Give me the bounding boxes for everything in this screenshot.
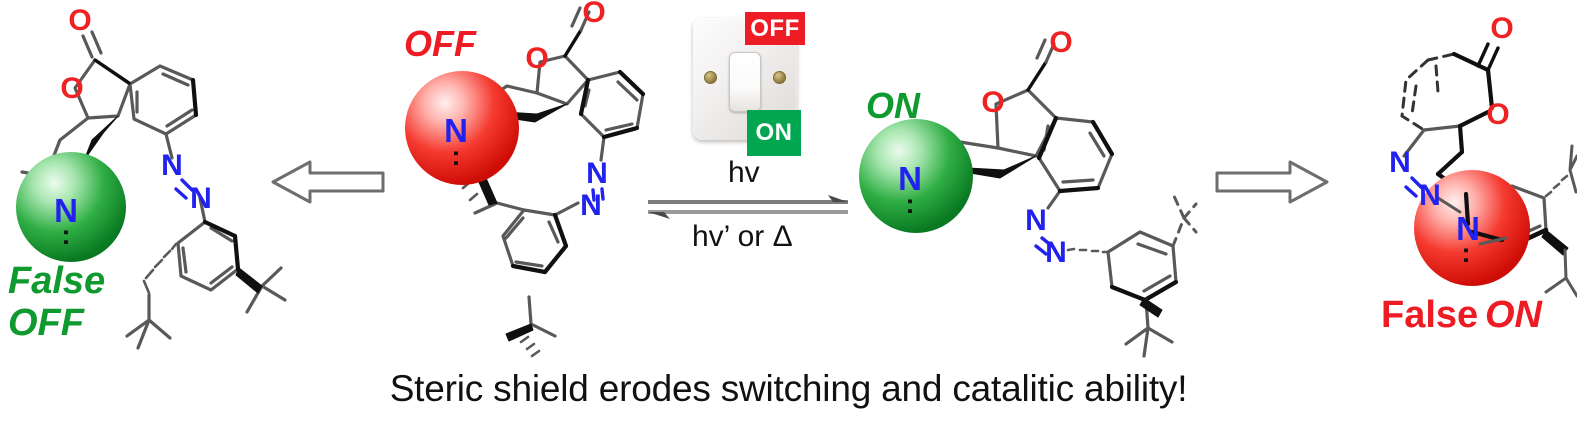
atom-label-oxygen-carbonyl: O — [1490, 12, 1513, 45]
green-shield-sphere — [859, 119, 973, 233]
atom-label-oxygen-carbonyl: O — [582, 0, 605, 29]
green-shield-sphere — [16, 152, 126, 262]
switch-screw-right-icon — [773, 71, 786, 84]
false-off-label-line1: False — [8, 260, 106, 302]
red-shield-sphere — [1414, 170, 1530, 286]
switch-off-badge: OFF — [745, 12, 805, 45]
structure-on-cis: O O N : N N — [859, 26, 1198, 303]
light-switch[interactable]: OFF ON — [693, 12, 805, 156]
left-block-arrow — [271, 160, 385, 204]
structure-off-trans: O O N : N N — [405, 0, 646, 358]
figure-caption: Steric shield erodes switching and catal… — [389, 368, 1188, 409]
lone-pair-dots: : — [62, 220, 71, 250]
atom-label-azo-n1: N — [586, 157, 608, 190]
false-on-label-part1: False — [1381, 294, 1479, 336]
switch-rocker[interactable] — [729, 52, 761, 112]
equilibrium-arrows — [648, 195, 848, 219]
atom-label-oxygen-carbonyl: O — [1049, 26, 1072, 59]
lone-pair-dots: : — [1462, 238, 1471, 268]
red-shield-sphere — [405, 71, 519, 185]
switch-on-badge: ON — [747, 110, 801, 156]
atom-label-azo-n2: N — [1045, 236, 1067, 269]
atom-label-azo-n1: N — [1025, 204, 1047, 237]
atom-label-oxygen-ring: O — [60, 72, 83, 105]
atom-label-oxygen-carbonyl: O — [68, 4, 91, 37]
on-state-label: ON — [866, 85, 920, 126]
off-state-label: OFF — [404, 23, 476, 64]
atom-label-azo-n1: N — [161, 149, 183, 182]
structure-false-on: O O N N N : — [1389, 12, 1577, 298]
atom-label-oxygen-ring: O — [525, 42, 548, 75]
atom-label-nitrogen: N — [444, 112, 468, 149]
right-block-arrow — [1215, 160, 1329, 204]
reverse-condition-label: hv’ or Δ — [692, 220, 793, 253]
switch-screw-left-icon — [704, 71, 717, 84]
atom-label-oxygen-ring: O — [981, 86, 1004, 119]
structure-on-cis-tbu-lower — [1124, 297, 1174, 358]
false-on-label-part2: ON — [1485, 294, 1542, 336]
atom-label-nitrogen: N — [54, 192, 78, 229]
atom-label-nitrogen: N — [1456, 210, 1480, 247]
atom-label-azo-n2: N — [580, 189, 602, 222]
atom-label-azo-n2: N — [1419, 179, 1441, 212]
atom-label-azo-n1: N — [1389, 146, 1411, 179]
forward-condition-label: hv — [728, 156, 760, 189]
false-off-label-line2: OFF — [8, 302, 84, 344]
structure-false-off: O O N : N N — [16, 4, 287, 350]
atom-label-nitrogen: N — [898, 160, 922, 197]
atom-label-oxygen-ring: O — [1486, 98, 1509, 131]
atom-label-azo-n2: N — [190, 182, 212, 215]
lone-pair-dots: : — [452, 141, 461, 171]
lone-pair-dots: : — [906, 189, 915, 219]
